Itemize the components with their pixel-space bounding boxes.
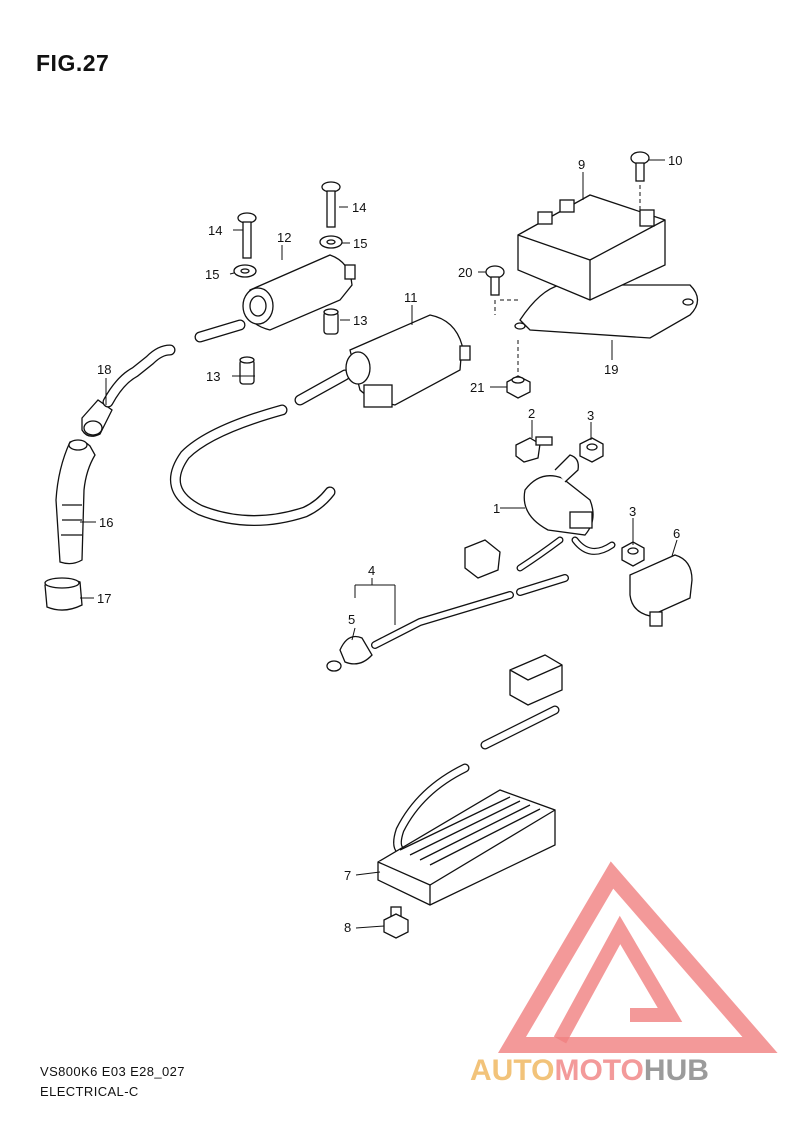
ignition-coil-12 <box>242 254 356 331</box>
callout-19: 19 <box>604 362 618 377</box>
bolt-8 <box>383 906 409 939</box>
plug-cap-18 <box>81 399 113 437</box>
model-code: VS800K6 E03 E28_027 <box>40 1064 185 1079</box>
figure-title: FIG.27 <box>36 50 110 76</box>
spark-plug-boot-16 <box>55 439 96 565</box>
callout-21: 21 <box>470 380 484 395</box>
bolt-14b <box>321 181 341 228</box>
terminal-cap-5 <box>326 635 373 672</box>
rubber-cover-6 <box>629 554 693 627</box>
callout-6: 6 <box>673 526 680 541</box>
callout-4: 4 <box>368 563 375 578</box>
starter-relay-1 <box>523 454 594 536</box>
callout-20: 20 <box>458 265 472 280</box>
relay-wire-harness <box>516 536 616 572</box>
coil-spacer-13a <box>323 308 339 335</box>
watermark-hub: HUB <box>644 1054 709 1087</box>
nut-21 <box>506 375 531 399</box>
washer-15b <box>319 235 343 249</box>
callout-2: 2 <box>528 406 535 421</box>
ignitor-unit-9 <box>517 194 666 301</box>
watermark-text: AUTOMOTOHUB <box>470 1054 709 1087</box>
callout-17: 17 <box>97 591 111 606</box>
leader-lines <box>80 159 678 929</box>
screw-10 <box>630 151 650 182</box>
callout-3b: 3 <box>629 504 636 519</box>
relay-connector <box>464 539 501 579</box>
callout-3a: 3 <box>587 408 594 423</box>
callout-5: 5 <box>348 612 355 627</box>
callout-15a: 15 <box>205 267 219 282</box>
high-tension-lead-12 <box>102 319 246 408</box>
callout-13b: 13 <box>206 369 220 384</box>
washer-15a <box>233 264 257 278</box>
callout-14a: 14 <box>208 223 222 238</box>
callout-labels: 1 2 3 3 4 5 6 7 8 9 10 11 12 13 13 14 14… <box>97 153 682 935</box>
regulator-rectifier-7 <box>377 789 556 906</box>
plug-cap-seal-17 <box>44 577 83 611</box>
callout-9: 9 <box>578 157 585 172</box>
regulator-wire <box>393 705 560 855</box>
callout-8: 8 <box>344 920 351 935</box>
nut-3a <box>579 437 604 463</box>
callout-15b: 15 <box>353 236 367 251</box>
watermark-logo: AUTOMOTOHUB <box>470 861 778 1087</box>
section-name: ELECTRICAL-C <box>40 1084 139 1099</box>
coil-spacer-13b <box>239 356 255 385</box>
ground-lead-4 <box>371 574 569 649</box>
watermark-auto: AUTO <box>470 1054 554 1087</box>
callout-7: 7 <box>344 868 351 883</box>
callout-18: 18 <box>97 362 111 377</box>
callout-10: 10 <box>668 153 682 168</box>
screw-20 <box>485 265 505 296</box>
callout-1: 1 <box>493 501 500 516</box>
callout-14b: 14 <box>352 200 366 215</box>
bracket-19 <box>514 284 699 339</box>
nut-3b <box>621 541 645 567</box>
callout-12: 12 <box>277 230 291 245</box>
callout-16: 16 <box>99 515 113 530</box>
callout-13a: 13 <box>353 313 367 328</box>
bolt-2 <box>515 436 553 463</box>
ignition-coil-11 <box>345 314 471 408</box>
watermark-moto: MOTO <box>554 1054 643 1087</box>
regulator-connector <box>509 654 563 706</box>
callout-11: 11 <box>404 290 418 305</box>
high-tension-lead-11 <box>170 369 351 527</box>
bolt-14a <box>237 212 257 259</box>
